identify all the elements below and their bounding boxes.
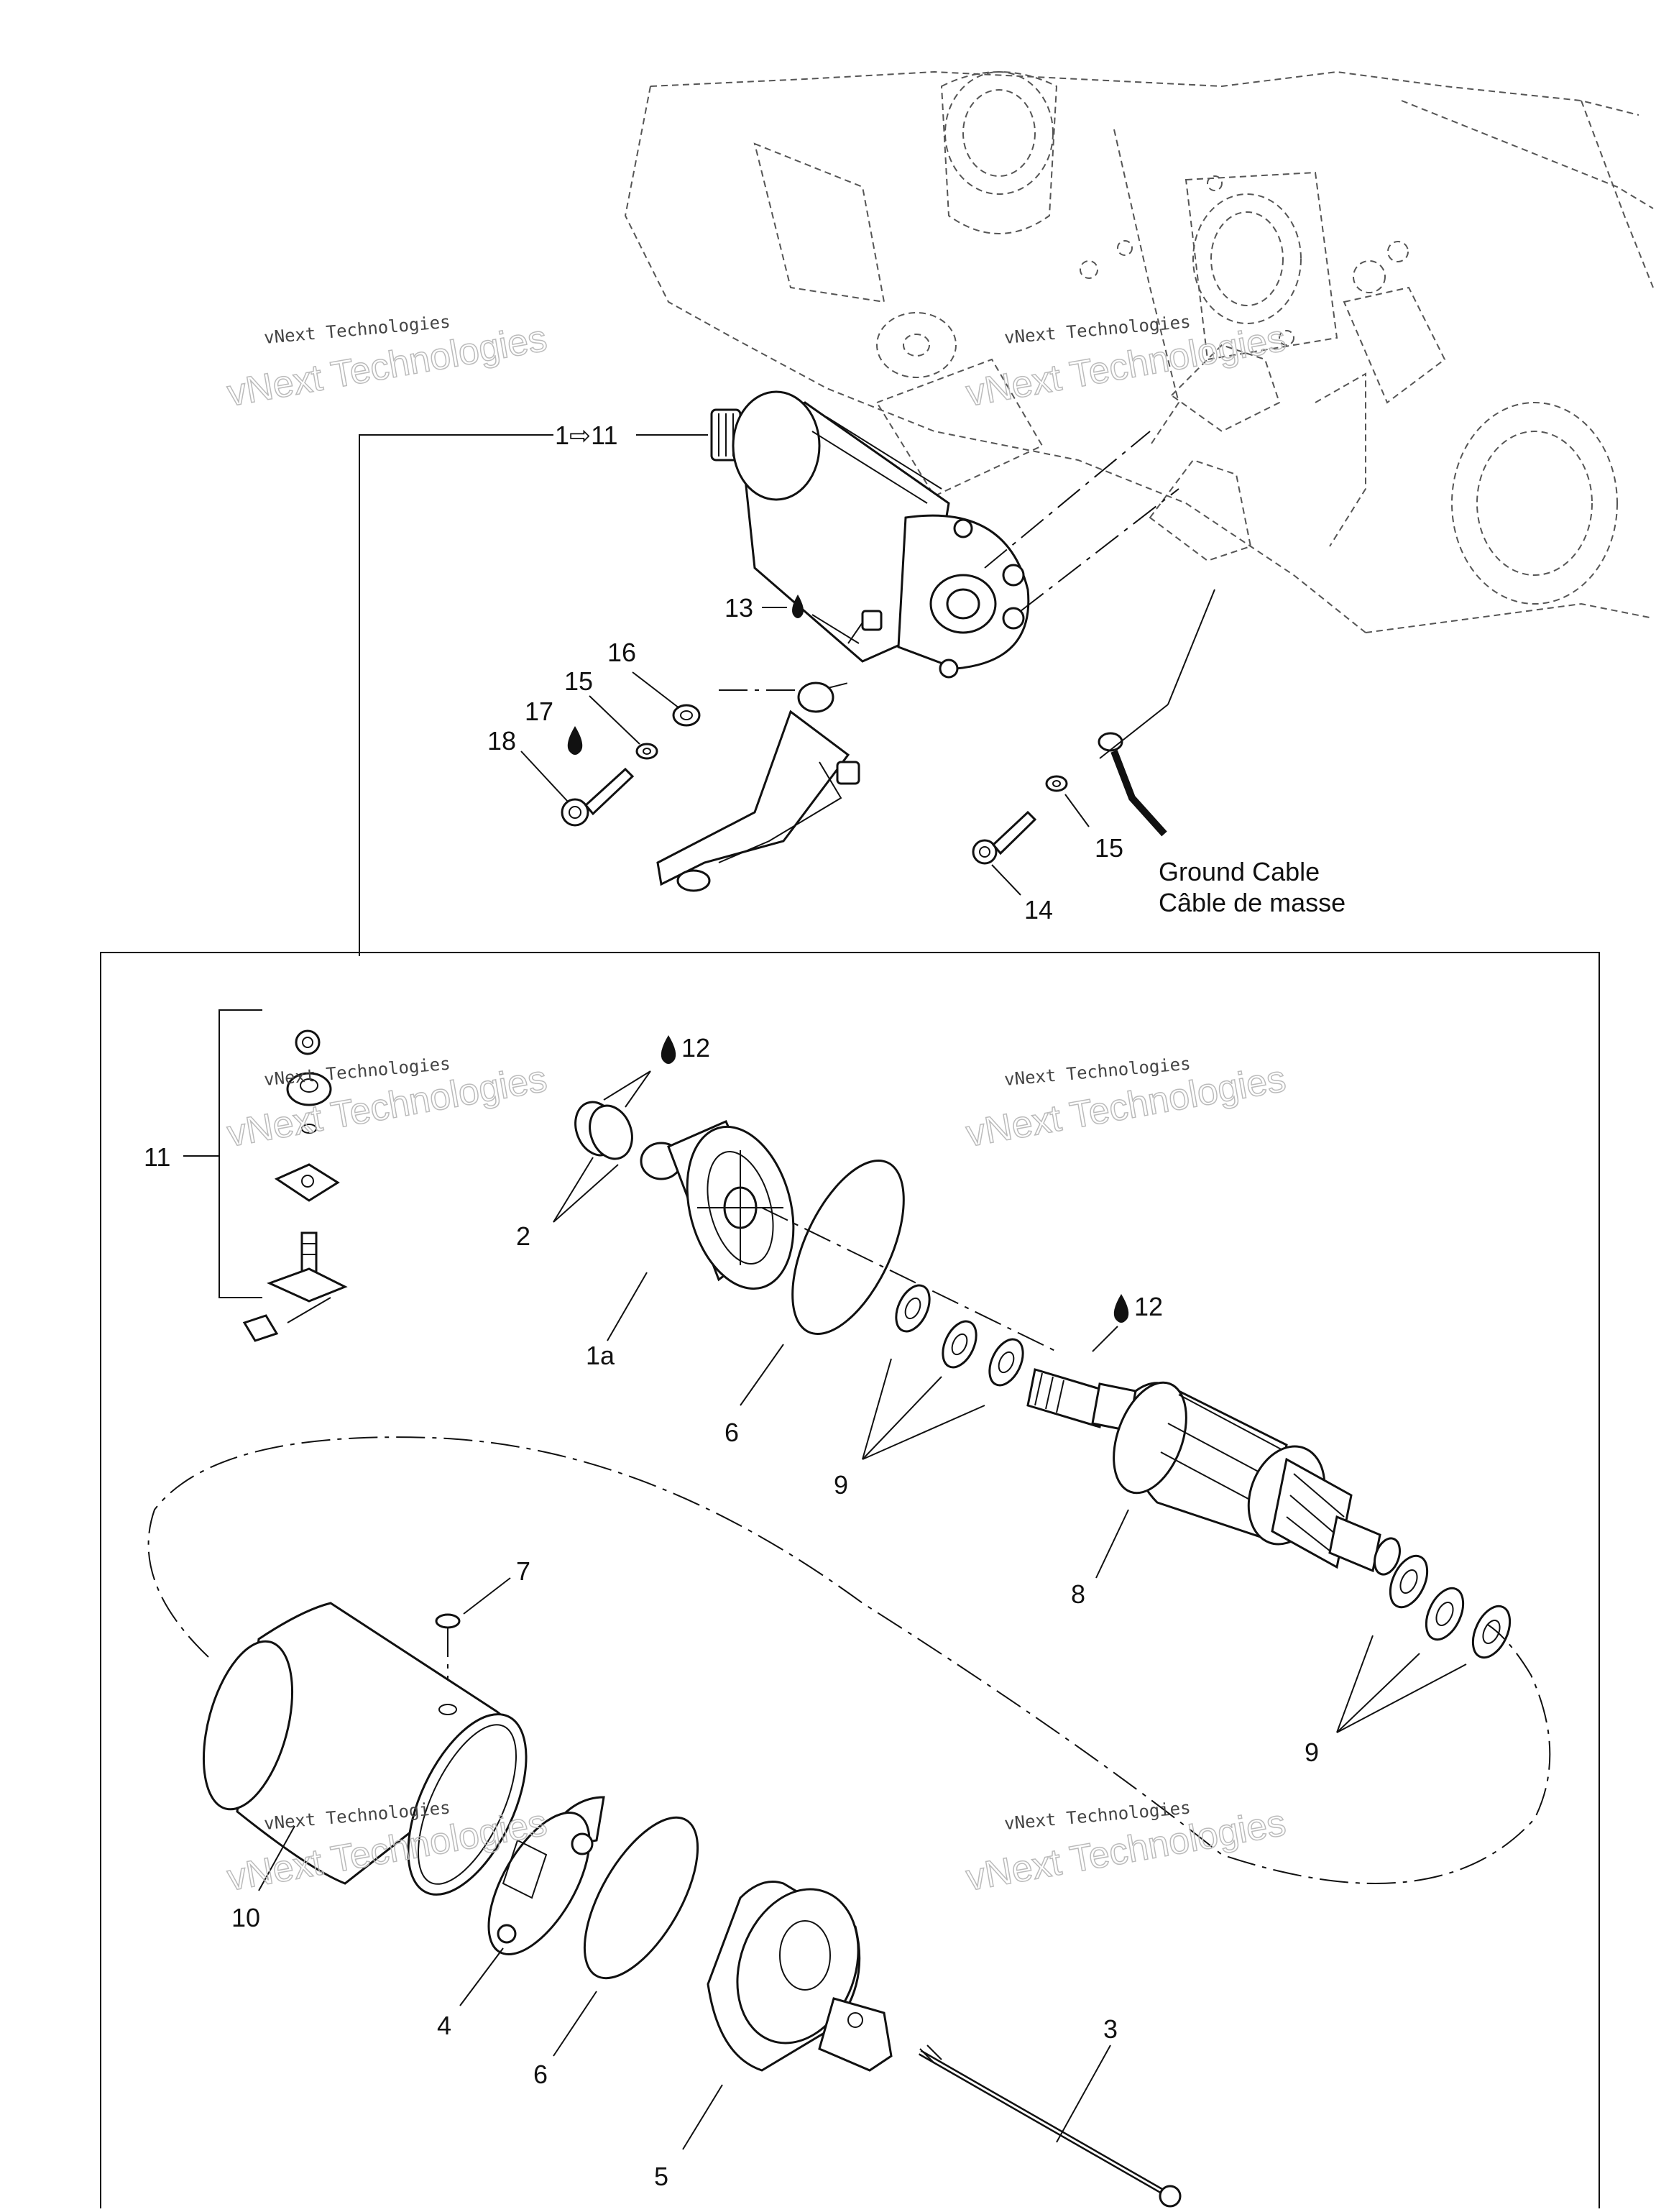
grease-drop-icon [1113, 1294, 1129, 1323]
callout-5: 5 [654, 2162, 668, 2191]
callout-11: 11 [144, 1142, 170, 1172]
ground-cable-label: Ground Cable Câble de masse [1159, 857, 1346, 917]
leader-line [553, 1157, 594, 1223]
leader-line [862, 1358, 892, 1460]
callout-16: 16 [607, 638, 636, 667]
o-ring-6b [583, 1816, 699, 1980]
yoke-housing-10 [202, 1602, 528, 1896]
assembly-line [1020, 488, 1179, 612]
washers-9b [1389, 1554, 1512, 1659]
callout-7: 7 [516, 1556, 530, 1586]
callout-14: 14 [1024, 895, 1053, 924]
washer-15 [635, 743, 658, 760]
leader-line [740, 1344, 784, 1406]
callout-18: 18 [487, 726, 516, 756]
watermark: vNext Technologies vNext Technologies [962, 1053, 1289, 1155]
leader-line [625, 1070, 651, 1108]
threadlocker-drop-icon [792, 595, 804, 618]
callout-13: 13 [724, 593, 753, 623]
watermark: vNext Technologies vNext Technologies [962, 1797, 1289, 1899]
leader-line [459, 1947, 504, 2006]
spacer-16 [672, 704, 701, 727]
rear-cover-5 [707, 1881, 893, 2072]
callout-3: 3 [1103, 2014, 1118, 2044]
callout-9b: 9 [1305, 1738, 1319, 1767]
ground-cable-label-fr: Câble de masse [1159, 888, 1346, 917]
ground-cable-label-en: Ground Cable [1159, 857, 1320, 886]
leader-line [1095, 1509, 1129, 1579]
assembly-axis [761, 1207, 1057, 1352]
leader-line [1336, 1663, 1467, 1733]
callout-12a: 12 [681, 1033, 710, 1063]
engine-outline [624, 70, 1654, 633]
bolt-14 [972, 810, 1037, 865]
leader-line [607, 1272, 648, 1341]
watermark: vNext Technologies vNext Technologies [224, 1053, 551, 1155]
callout-6b: 6 [533, 2060, 548, 2089]
watermark: vNext Technologies vNext Technologies [962, 311, 1289, 415]
group-bracket [218, 1009, 262, 1298]
through-bolt-3 [919, 2045, 1182, 2208]
callout-12b: 12 [1134, 1292, 1163, 1321]
bolt-18 [561, 767, 635, 827]
o-rings-2 [574, 1101, 633, 1160]
brush-plate-4 [487, 1796, 605, 1955]
leader-line [811, 614, 860, 644]
assembly-line [984, 431, 1151, 569]
leader-line [553, 1164, 619, 1223]
grease-drop-icon [661, 1035, 676, 1064]
callout-9a: 9 [834, 1470, 848, 1500]
washer-15b [1045, 775, 1068, 792]
callout-8: 8 [1071, 1579, 1085, 1609]
key-7 [435, 1613, 461, 1629]
assembly-bracket-line [359, 434, 553, 956]
leader-line [589, 695, 640, 745]
callout-15a: 15 [564, 666, 593, 696]
callout-assembly: 1⇨11 [555, 421, 618, 450]
leader-line [632, 671, 680, 709]
callout-17: 17 [525, 697, 553, 726]
callout-4: 4 [437, 2011, 451, 2040]
leader-line [1064, 794, 1090, 827]
leader-line [463, 1577, 511, 1615]
exploded-view-frame [100, 952, 1600, 2212]
callout-2: 2 [516, 1221, 530, 1251]
o-ring-6a [791, 1159, 905, 1336]
leader-line [862, 1405, 985, 1460]
threadlocker-drop-icon [567, 726, 583, 755]
brush-holder-parts [242, 1029, 348, 1342]
washers-9a [895, 1284, 1024, 1387]
front-housing-1a [640, 1120, 795, 1290]
starter-bracket [656, 682, 860, 892]
leader-line [862, 1376, 942, 1460]
leader-line [520, 751, 569, 802]
callout-6a: 6 [724, 1418, 739, 1447]
armature-8 [1026, 1368, 1401, 1576]
leader-line [1336, 1635, 1374, 1733]
callout-1a: 1a [586, 1341, 615, 1370]
leader-line [603, 1070, 651, 1101]
leader-line [553, 1991, 597, 2057]
callout-15b: 15 [1095, 833, 1123, 863]
callout-10: 10 [231, 1903, 260, 1932]
assembly-loop [147, 1436, 1551, 1884]
leader-line [682, 2084, 723, 2150]
leader-line [1056, 2045, 1111, 2143]
watermark: vNext Technologies vNext Technologies [224, 311, 551, 415]
leader-line [1092, 1326, 1118, 1352]
starter-motor-assembly [710, 390, 1030, 679]
leader-line [1336, 1653, 1420, 1733]
ground-cable [1098, 589, 1215, 837]
leader-line [991, 864, 1021, 896]
leader-line [258, 1825, 295, 1891]
